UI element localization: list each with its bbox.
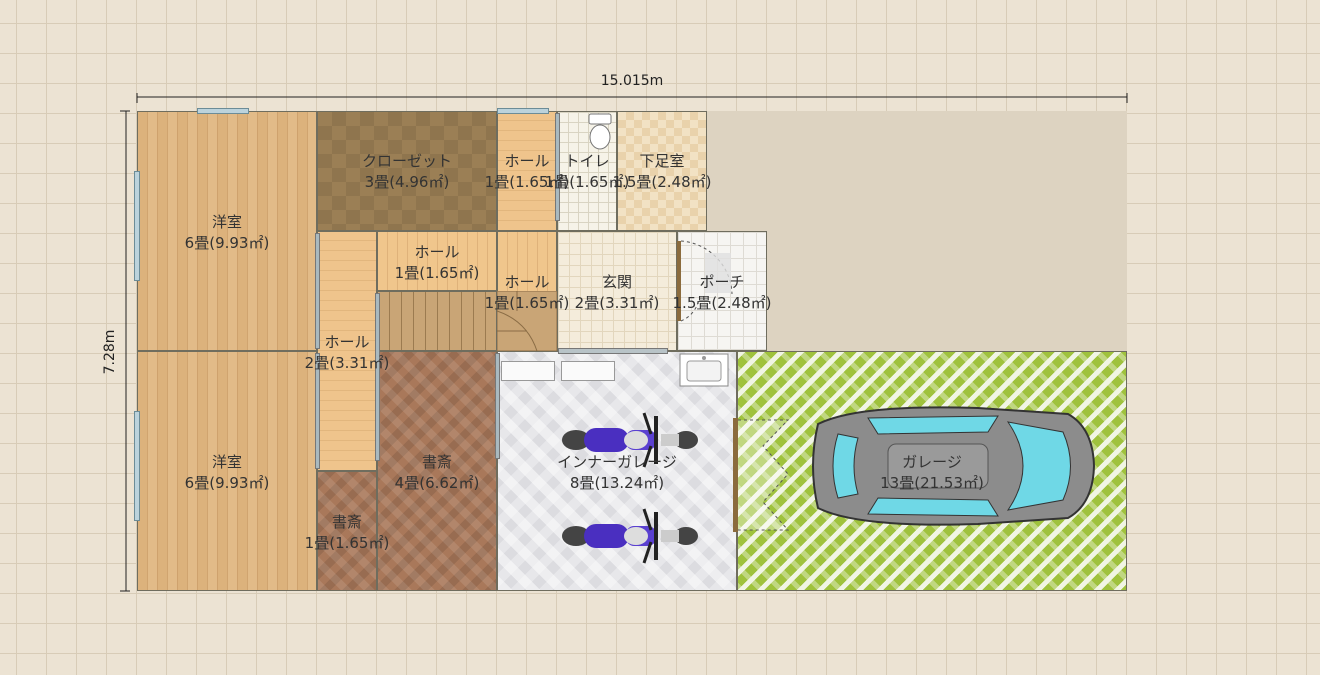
room-porch[interactable] [677,231,767,351]
window [497,108,549,114]
door-swing-icon [677,240,733,322]
sliding-door[interactable] [315,353,320,469]
window [134,171,140,281]
sliding-door[interactable] [315,233,320,349]
height-dimension-label: 7.28m [102,329,118,375]
sliding-door[interactable] [555,113,560,221]
motorcycle-icon [562,412,698,468]
sliding-door[interactable] [558,348,668,354]
outdoor-area [707,111,1127,351]
sliding-door[interactable] [495,353,500,459]
room-hall-mid[interactable] [377,231,497,291]
room-western-2[interactable] [137,351,317,591]
window [134,411,140,521]
cabinet [501,361,555,381]
room-entrance[interactable] [557,231,677,351]
stair-landing-icon [497,291,557,351]
stairs-icon [377,291,497,351]
room-study-large[interactable] [377,351,497,591]
width-dimension-label: 15.015m [600,73,664,89]
cabinet [561,361,615,381]
window [197,108,249,114]
room-inner-garage[interactable] [497,351,737,591]
sliding-door[interactable] [375,293,380,461]
toilet-icon [588,113,612,150]
room-hall-top[interactable] [497,111,557,231]
room-hall-left[interactable] [317,231,377,471]
room-study-small[interactable] [317,471,377,591]
motorcycle-icon [562,508,698,564]
room-shoe-room[interactable] [617,111,707,231]
folding-door-icon [733,418,790,532]
car-icon [812,406,1096,526]
room-western-1[interactable] [137,111,317,351]
room-closet[interactable] [317,111,497,231]
sink-icon [679,353,729,387]
